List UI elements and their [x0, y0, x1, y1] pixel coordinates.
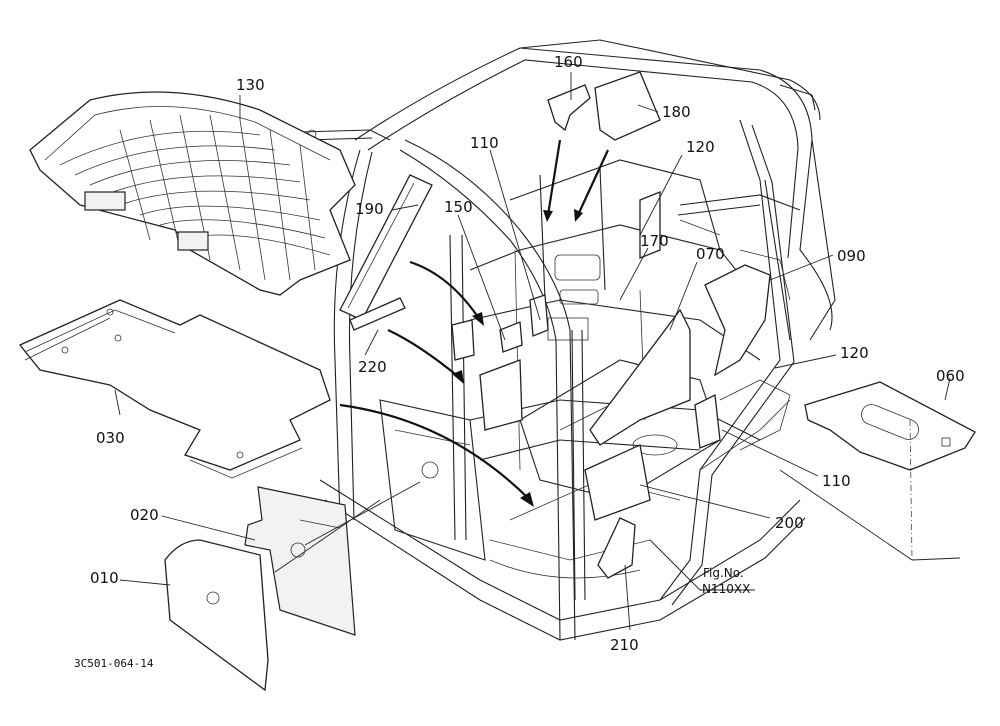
part-210-panel	[597, 517, 636, 579]
label-070: 070	[696, 245, 725, 263]
label-160: 160	[554, 53, 583, 71]
part-030-floor-mat	[18, 299, 331, 479]
label-020: 020	[130, 506, 159, 524]
part-160-180-panels	[547, 71, 661, 141]
label-060: 060	[936, 367, 965, 385]
part-060-side-panel	[804, 381, 976, 471]
label-150: 150	[444, 198, 473, 216]
part-labels: 130 190 220 030 020 010 160 180 110 120 …	[74, 53, 965, 670]
part-130-roof-mat	[29, 91, 356, 296]
leader-lines	[114, 72, 961, 631]
label-110-right: 110	[822, 472, 851, 490]
label-030: 030	[96, 429, 125, 447]
part-070-panel	[589, 308, 691, 446]
label-190: 190	[355, 200, 384, 218]
part-090-panel	[704, 264, 771, 377]
label-010: 010	[90, 569, 119, 587]
part-110-150-pieces	[451, 191, 721, 449]
label-210: 210	[610, 636, 639, 654]
assembly-arrows	[339, 139, 609, 507]
cab-frame	[299, 39, 836, 641]
part-010-020-panels	[164, 481, 421, 692]
label-180: 180	[662, 103, 691, 121]
label-220: 220	[358, 358, 387, 376]
part-190-trim	[339, 174, 433, 321]
label-130: 130	[236, 76, 265, 94]
label-090: 090	[837, 247, 866, 265]
fig-no-label: Fig.No.	[703, 566, 744, 580]
label-110-top: 110	[470, 134, 499, 152]
label-170: 170	[640, 232, 669, 250]
part-220-strip	[349, 297, 406, 331]
fig-no-value: N110XX	[702, 582, 750, 596]
part-200-panel	[584, 444, 651, 521]
label-200: 200	[775, 514, 804, 532]
label-120-right: 120	[840, 344, 869, 362]
label-120-top: 120	[686, 138, 715, 156]
drawing-code: 3C501-064-14	[74, 657, 154, 670]
